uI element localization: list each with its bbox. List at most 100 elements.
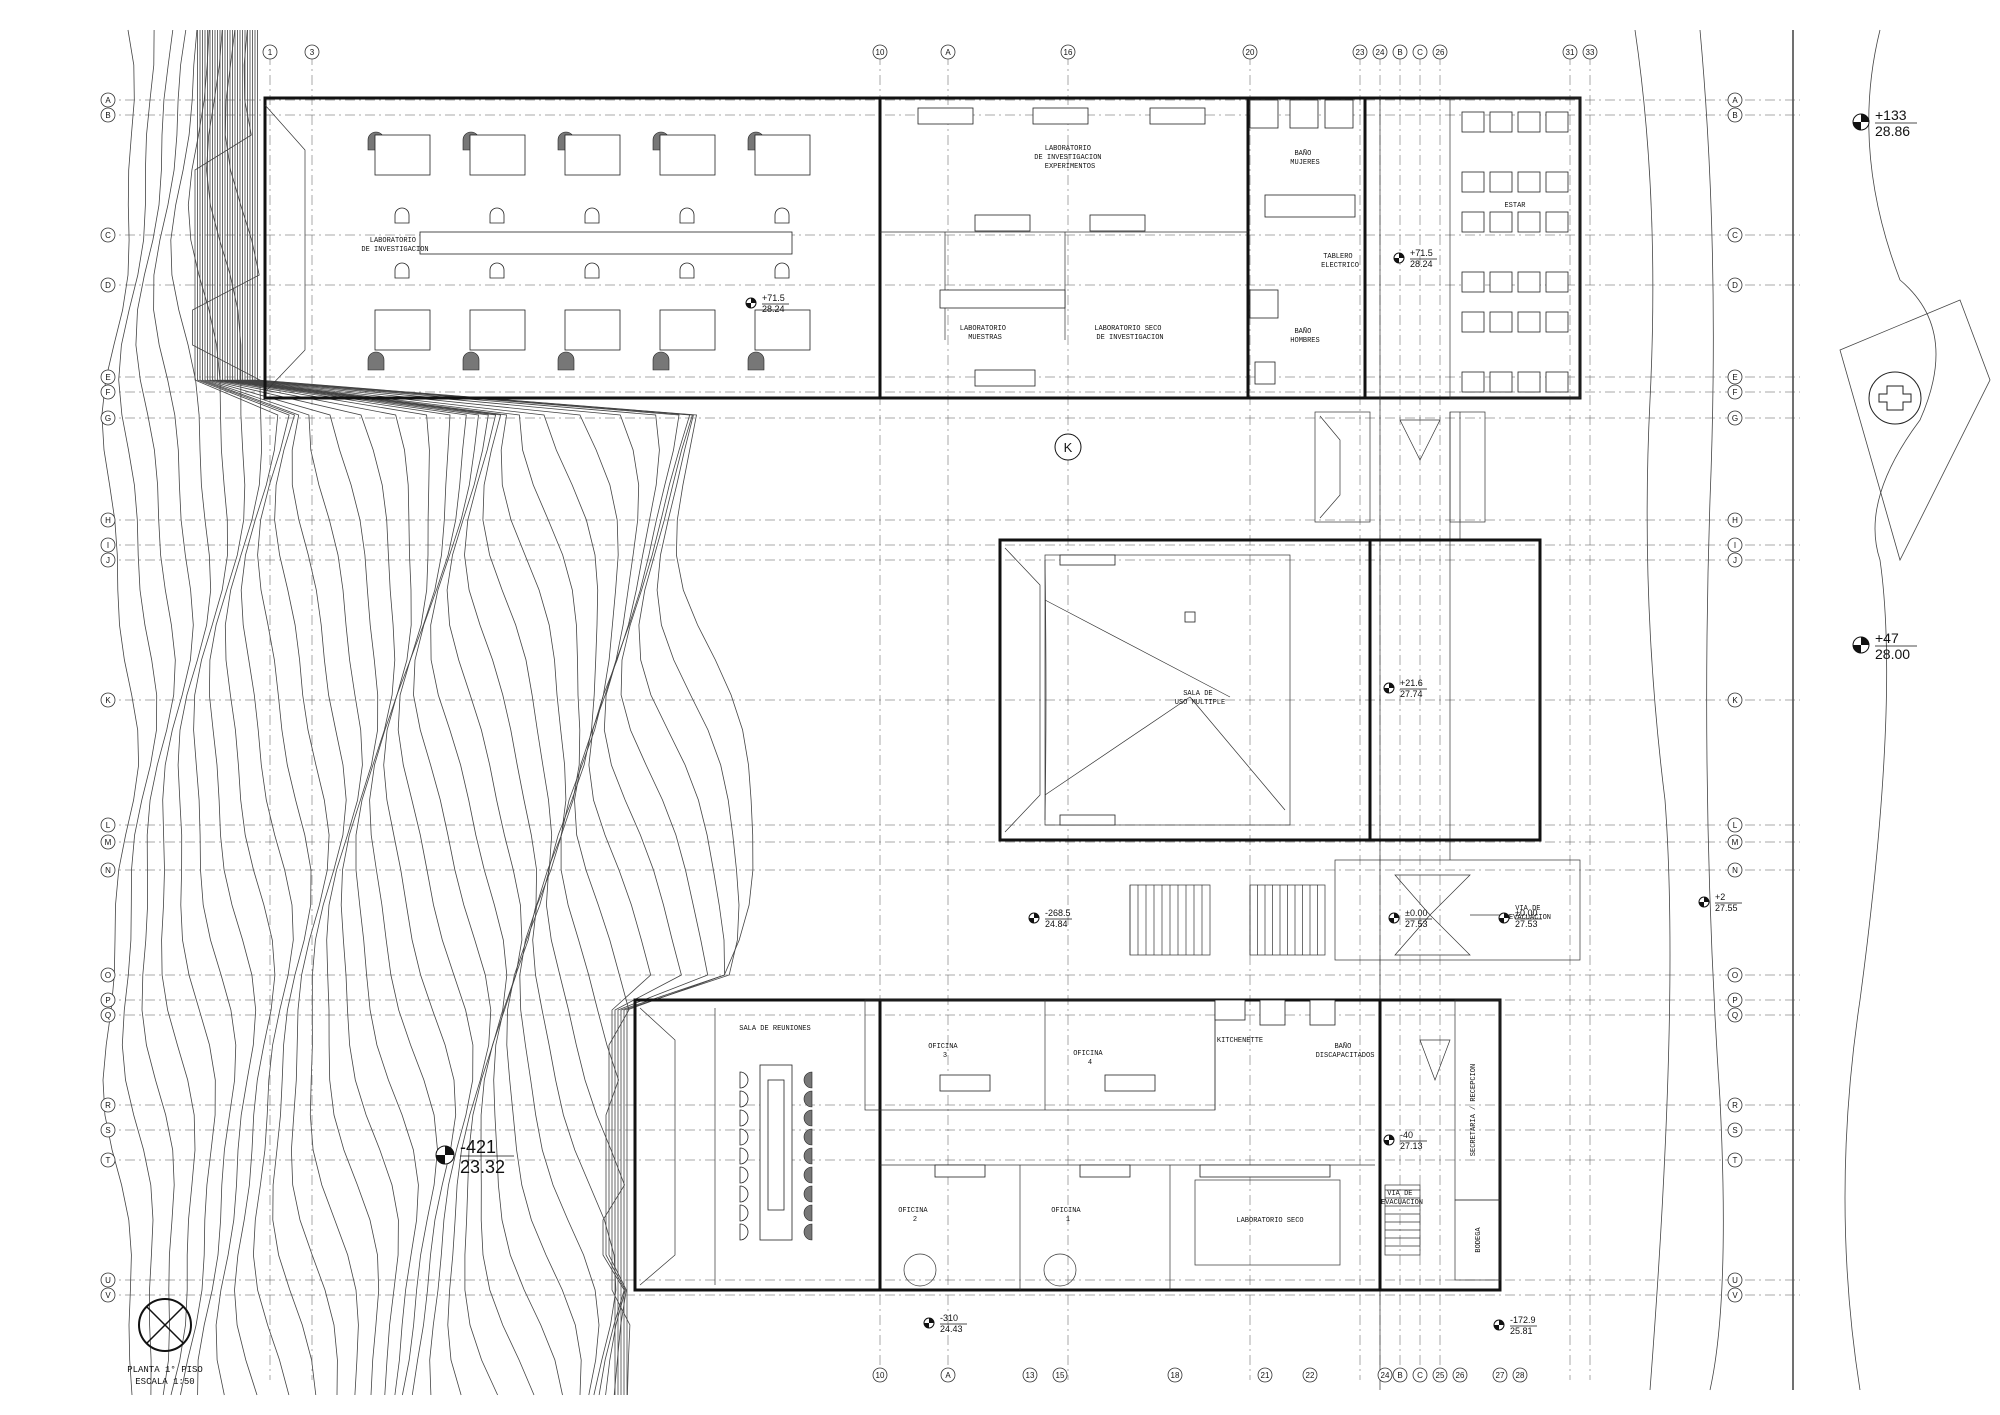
contour-line (232, 30, 600, 1396)
level-symbol (1861, 637, 1869, 645)
lounge-chair (1545, 311, 1569, 333)
grid-bubble (1167, 1367, 1183, 1383)
grid-row-label: D (105, 281, 111, 290)
grid-row-label: J (1733, 556, 1737, 565)
meeting-chair (803, 1185, 813, 1203)
building-multi-use-hall (998, 538, 1542, 842)
grid-row-label: E (1732, 373, 1737, 382)
grid-row-label: K (1732, 696, 1738, 705)
level-symbol (1384, 688, 1389, 693)
meeting-chair (803, 1166, 813, 1184)
room-bodega: BODEGA (1475, 1227, 1483, 1253)
grid-bubble (940, 44, 956, 60)
lab-desk (564, 134, 621, 176)
lounge-chair (1461, 271, 1485, 293)
meeting-chair (803, 1147, 813, 1165)
contour-line (257, 30, 754, 1395)
level-symbol (1389, 1135, 1394, 1140)
grid-row-label: I (107, 541, 109, 550)
meeting-chair (739, 1185, 749, 1203)
grid-col-label-top: A (945, 48, 951, 57)
level-absolute: 27.53 (1515, 919, 1538, 929)
room-estar: ESTAR (1504, 202, 1526, 210)
grid-col-label-bottom: 28 (1516, 1371, 1525, 1380)
lounge-chair (1545, 271, 1569, 293)
grid-col-label-bottom: 25 (1436, 1371, 1445, 1380)
grid-bubble (100, 862, 116, 878)
contour-line (135, 29, 176, 1396)
contour-line (242, 30, 640, 1396)
grid-bubble (1377, 1367, 1393, 1383)
grid-bubble (100, 512, 116, 528)
level-relative: +2 (1715, 892, 1725, 902)
grid-col-label-top: 16 (1064, 48, 1073, 57)
level-absolute: 24.84 (1045, 919, 1068, 929)
level-relative: +21.6 (1400, 678, 1423, 688)
grid-col-label-bottom: 21 (1261, 1371, 1270, 1380)
grid-col-label-bottom: 18 (1171, 1371, 1180, 1380)
grid-row-label: R (105, 1101, 111, 1110)
lounge-chair (1517, 371, 1541, 393)
grid-row-label: M (105, 838, 112, 847)
level-symbol (1699, 902, 1704, 907)
grid-row-label: F (106, 388, 111, 397)
level-relative: -421 (460, 1137, 496, 1157)
level-marker: +21.627.74 (1383, 678, 1427, 699)
level-absolute: 28.24 (1410, 259, 1433, 269)
room-labels: LABORATORIO DE INVESTIGACION LABORATORIO… (361, 145, 1551, 1253)
structural-grid (105, 55, 1800, 1380)
grid-bubble (1412, 44, 1428, 60)
grid-bubble (1432, 1367, 1448, 1383)
grid-bubble (1392, 44, 1408, 60)
lab-desk (659, 134, 716, 176)
grid-bubble (304, 44, 320, 60)
section-marker-k: K (1054, 433, 1082, 461)
contour-line (197, 30, 317, 1396)
chair (557, 351, 575, 371)
lounge-chair (1461, 171, 1485, 193)
grid-row-label: H (105, 516, 111, 525)
level-relative: +71.5 (762, 293, 785, 303)
contour-line (247, 30, 682, 1395)
grid-row-label: D (1732, 281, 1738, 290)
lounge-chair (1461, 371, 1485, 393)
room-via-evacuacion-1: VIA DE EVACUACION (1509, 905, 1551, 922)
grid-bubble (1372, 44, 1388, 60)
contour-line (212, 30, 438, 1396)
grid-row-label: C (1732, 231, 1738, 240)
lounge-chair (1517, 311, 1541, 333)
grid-bubble (940, 1367, 956, 1383)
level-relative: -40 (1400, 1130, 1413, 1140)
grid-row-label: R (1732, 1101, 1738, 1110)
contour-line (217, 30, 474, 1396)
grid-bubble (100, 1287, 116, 1303)
meeting-chair (739, 1071, 749, 1089)
grid-bubble (1492, 1367, 1508, 1383)
grid-row-label: B (1732, 111, 1737, 120)
grid-col-label-bottom: A (945, 1371, 951, 1380)
grid-bubble (1727, 834, 1743, 850)
room-kitchenette: KITCHENETTE (1217, 1037, 1263, 1045)
grid-row-label: I (1734, 541, 1736, 550)
grid-bubble (100, 967, 116, 983)
contour-line (202, 30, 359, 1396)
contour-line (194, 29, 294, 1396)
grid-bubble (100, 1272, 116, 1288)
level-marker: +71.528.24 (745, 293, 789, 314)
level-symbol (1029, 918, 1034, 923)
grid-row-label: H (1732, 516, 1738, 525)
level-absolute: 28.00 (1875, 646, 1910, 662)
level-symbol (1494, 1325, 1499, 1330)
lounge-chair (1517, 211, 1541, 233)
lounge-chair (1489, 171, 1513, 193)
grid-row-label: Q (105, 1011, 111, 1020)
contour-line (244, 30, 660, 1396)
lounge-chair (1489, 371, 1513, 393)
contour-line (222, 30, 508, 1396)
grid-bubble (100, 817, 116, 833)
